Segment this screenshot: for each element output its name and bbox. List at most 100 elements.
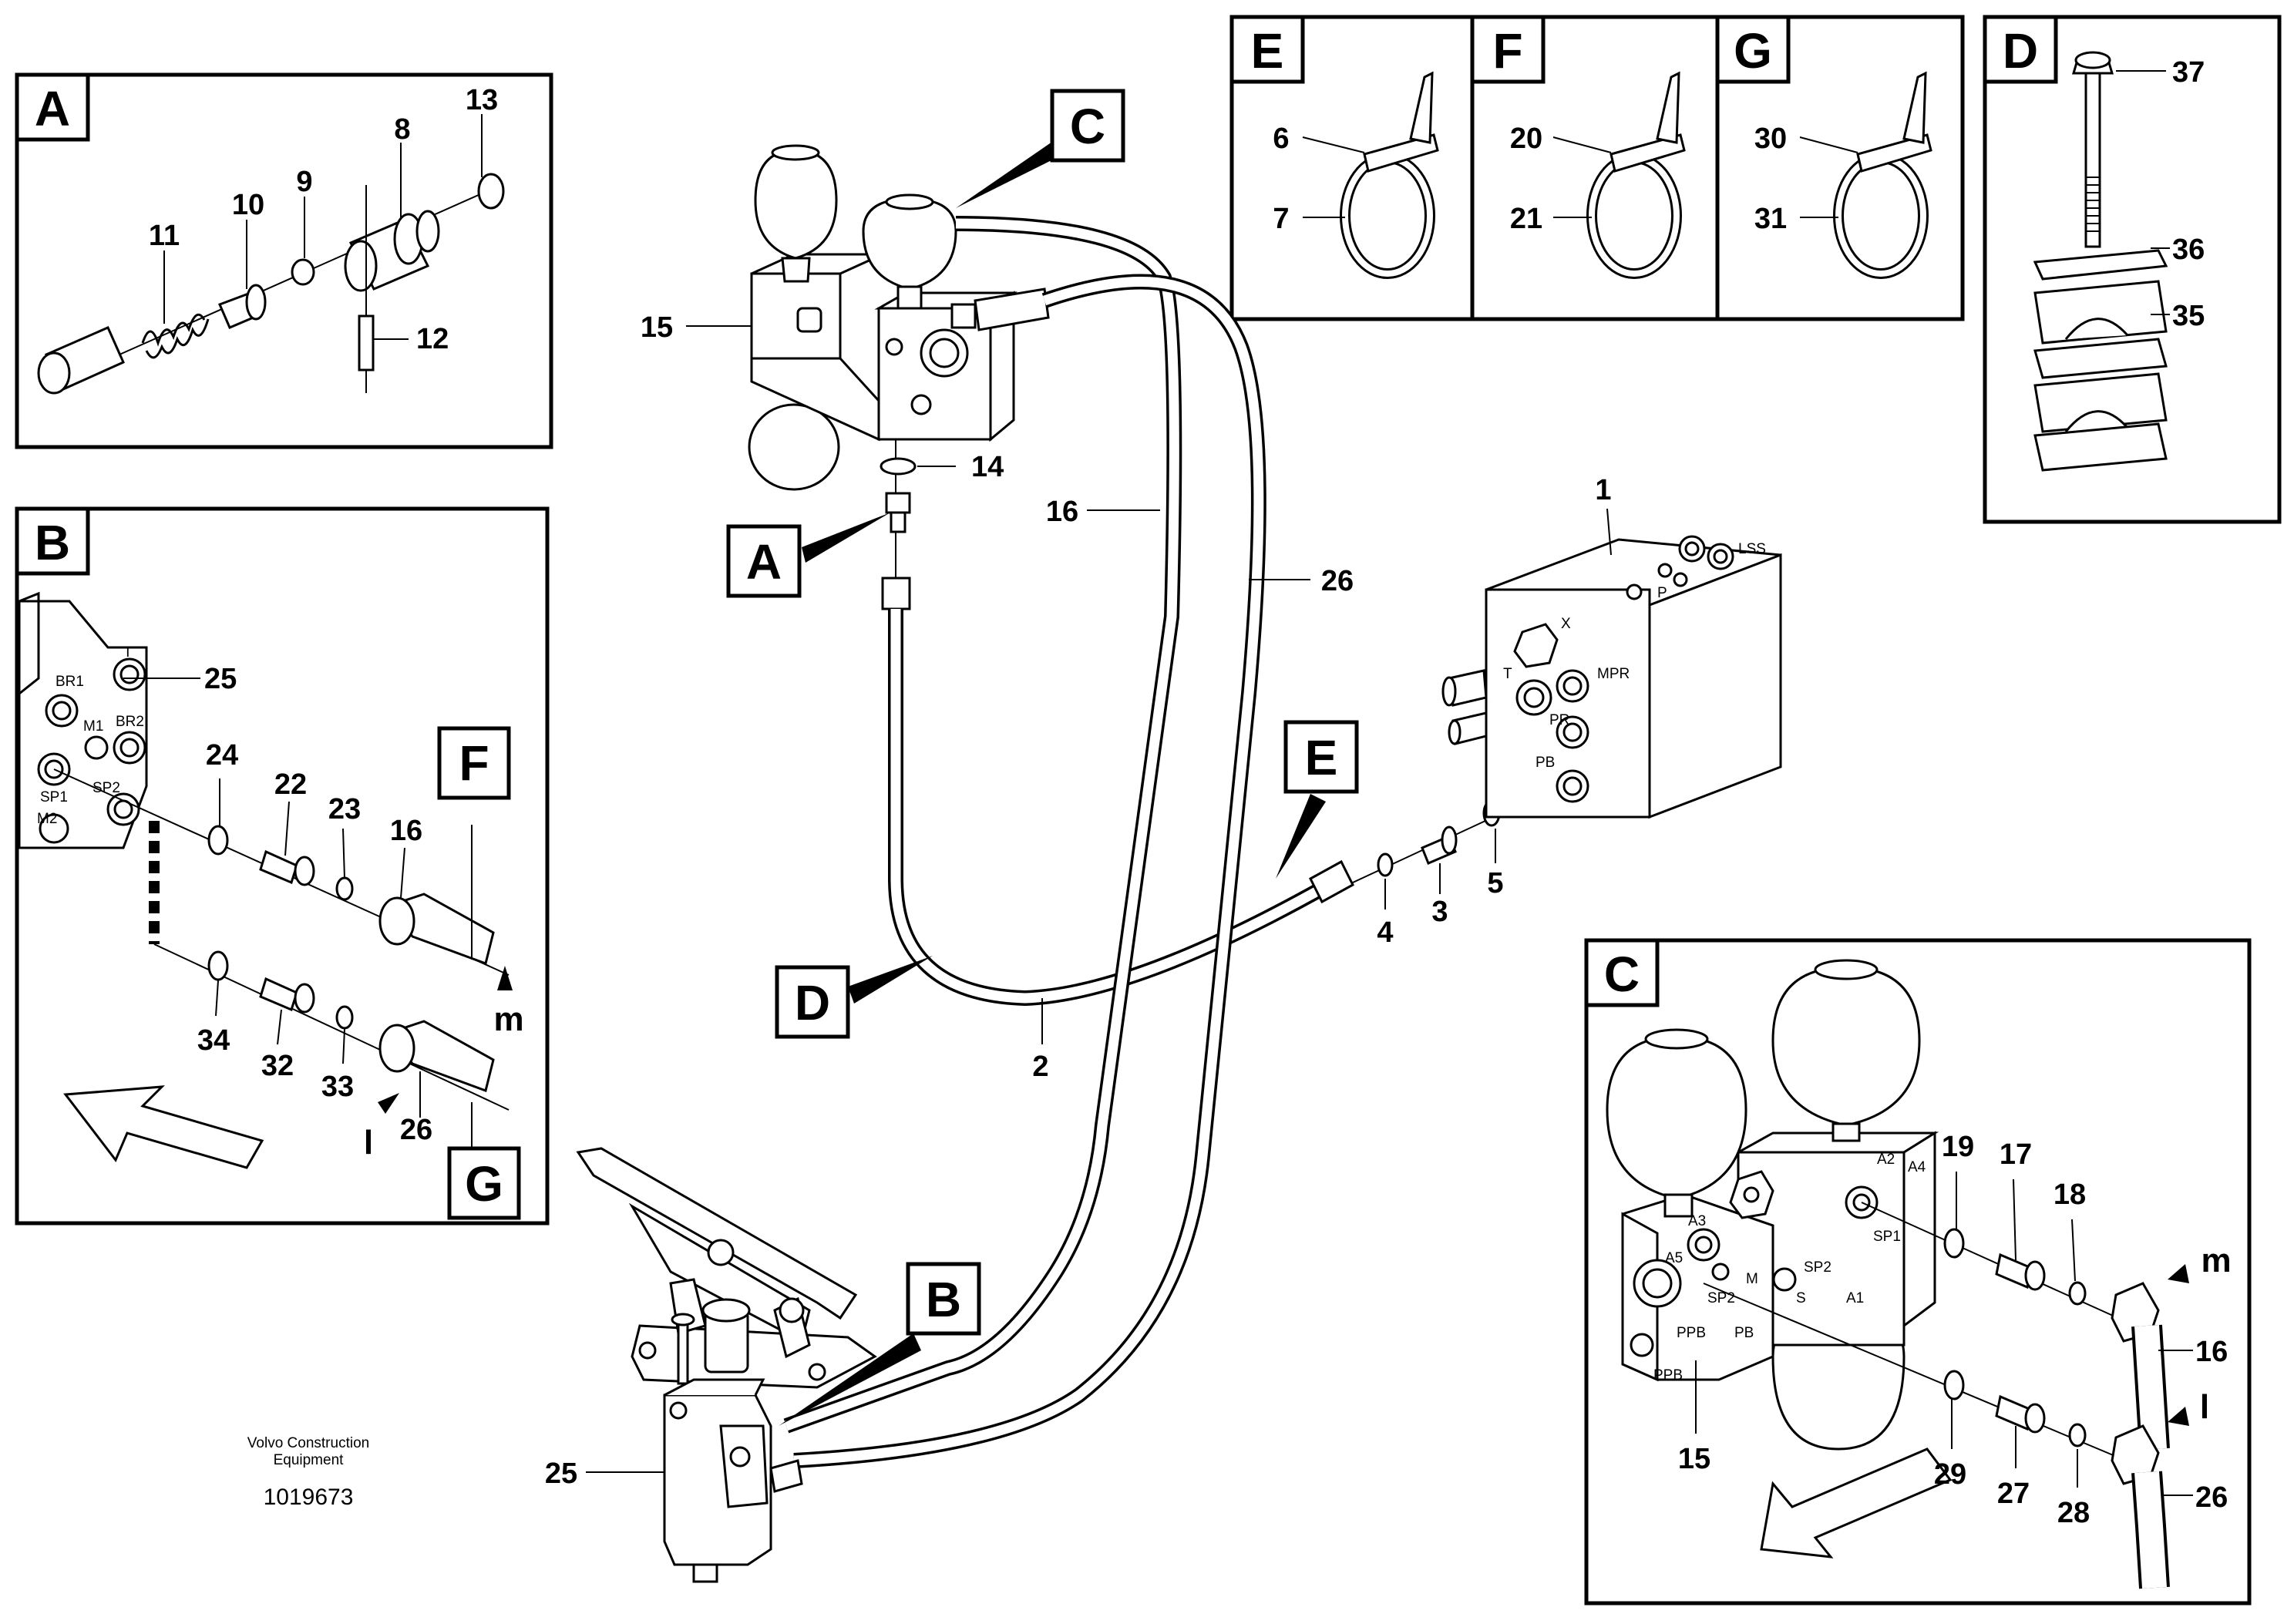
part-number: 31	[1754, 203, 1787, 235]
part-number: 28	[2057, 1497, 2090, 1529]
inset-c-accumulator-left	[1606, 1035, 1747, 1200]
part-11-end	[37, 351, 71, 395]
part-number: 21	[1510, 203, 1542, 235]
part-number: 34	[197, 1024, 230, 1057]
part-number: 13	[466, 84, 498, 116]
part-number: 15	[1678, 1443, 1710, 1475]
brake-valve-fitting	[769, 1459, 803, 1493]
part-35-clamp-mid	[2033, 338, 2168, 379]
port-label: T	[1503, 666, 1512, 682]
arrow-l	[378, 1093, 399, 1114]
part-32-fitting	[259, 977, 298, 1012]
callout-a: A	[746, 534, 782, 590]
part-number: 5	[1487, 867, 1503, 899]
inset-b-valve-face	[18, 600, 148, 849]
port-label: M2	[37, 811, 57, 827]
part-6-cable-tie-head	[1363, 133, 1439, 173]
part-36-cover-plate	[2033, 249, 2168, 281]
part-number: 11	[149, 220, 180, 252]
inset-f-label: F	[1492, 23, 1522, 79]
part-number: 23	[328, 793, 361, 825]
part-number: 26	[2195, 1481, 2228, 1514]
hose-2	[888, 609, 1330, 1007]
port-label: A5	[1665, 1250, 1683, 1266]
port-label: P	[1657, 585, 1667, 601]
main-valve-1: LSS P X T MPR PR PB 1	[1441, 474, 1782, 819]
part-number: 10	[232, 189, 264, 221]
port-label: A4	[1908, 1159, 1926, 1175]
port-label: SP1	[1873, 1229, 1901, 1245]
footer: Volvo Construction Equipment 1019673	[247, 1435, 369, 1510]
port-label: BR2	[116, 714, 144, 730]
fitting-a	[885, 492, 911, 514]
part-number: 36	[2172, 234, 2205, 266]
part-number: 29	[1934, 1458, 1966, 1491]
pedal-base-plate	[631, 1324, 877, 1389]
inset-f: F 20 21	[1470, 15, 1720, 321]
part-number: 16	[2195, 1336, 2228, 1368]
port-label: X	[1561, 616, 1571, 632]
port-label: PR	[1549, 712, 1569, 728]
part-number: 26	[1321, 565, 1354, 597]
part-number: 24	[206, 739, 238, 772]
inset-c-direction-arrow	[1760, 1447, 1953, 1558]
part-14-o-ring	[880, 457, 917, 476]
port-label: PPB	[1677, 1325, 1706, 1341]
part-17-fitting	[1995, 1252, 2033, 1289]
inset-d-label: D	[2003, 23, 2038, 79]
hose-2-end-fitting	[1309, 859, 1354, 904]
inset-g: G 30 31	[1715, 15, 1965, 321]
brake-pedal-valve: 25	[545, 1147, 877, 1583]
port-label: M1	[83, 718, 103, 735]
part-4-ring	[1377, 852, 1394, 877]
part-35-clamp-lower-2	[2033, 422, 2168, 472]
inset-d: D 37 36 35	[1983, 15, 2282, 524]
callout-e: E	[1305, 730, 1338, 785]
part-number: 16	[1046, 496, 1078, 528]
part-number: 7	[1273, 203, 1289, 235]
part-35-clamp-lower-1	[2033, 372, 2168, 433]
port-label: T	[123, 644, 133, 661]
valve-x-plug	[1513, 623, 1559, 668]
part-number: 37	[2172, 56, 2205, 89]
company-line-1: Volvo Construction	[247, 1435, 369, 1451]
callout-f-in-b: F	[459, 735, 489, 791]
part-35-clamp-upper	[2033, 280, 2168, 345]
main-valve-body	[1485, 588, 1651, 819]
part-number: 8	[394, 113, 410, 146]
port-label: SP1	[40, 789, 68, 805]
brake-pedal-plate	[576, 1147, 858, 1320]
port-label: M	[1746, 1271, 1758, 1287]
port-label: A2	[1877, 1152, 1895, 1168]
part-number: 4	[1377, 916, 1393, 949]
main-accumulator-block: 15 14	[641, 144, 1050, 610]
inset-e-label: E	[1251, 23, 1284, 79]
port-label: MPR	[1597, 666, 1630, 682]
hoses: 16 26 2	[783, 216, 1354, 1468]
part-number: 18	[2054, 1178, 2086, 1211]
arrow-m	[497, 966, 513, 990]
inset-e: E 6 7	[1229, 15, 1475, 321]
part-number: 32	[261, 1050, 294, 1082]
port-label: BR1	[56, 674, 84, 690]
part-number: 20	[1510, 123, 1542, 155]
drawing-number: 1019673	[264, 1484, 354, 1510]
part-number: 22	[274, 768, 307, 801]
connection-l: l	[2200, 1388, 2209, 1426]
port-label: SP2	[1804, 1259, 1832, 1276]
port-label: PB	[1734, 1325, 1754, 1341]
part-number: 12	[416, 323, 449, 355]
port-label: SP2	[92, 780, 120, 796]
inset-a: A 11 10 9 8 13 12	[15, 72, 553, 449]
inset-b-label: B	[35, 515, 70, 570]
part-30-cable-tie-head	[1856, 133, 1932, 173]
part-13-ring	[477, 173, 505, 210]
callout-d: D	[795, 975, 830, 1031]
part-number: 6	[1273, 123, 1289, 155]
hose-fitting-right	[974, 287, 1050, 331]
part-37-bolt-shank	[2084, 72, 2101, 248]
part-number: 25	[545, 1458, 577, 1490]
connection-l: l	[364, 1124, 373, 1162]
part-number: 30	[1754, 123, 1787, 155]
